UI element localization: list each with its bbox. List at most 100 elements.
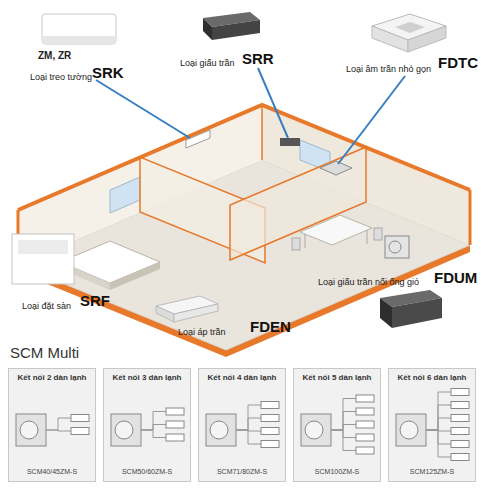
unit-caption: Loại giấu trần nối ống gió xyxy=(318,277,419,288)
model-number: SCM125ZM-S xyxy=(389,467,475,476)
pipe-line xyxy=(331,399,356,431)
fdum-image xyxy=(392,298,442,328)
pipe-line xyxy=(426,430,451,457)
fden-image xyxy=(156,306,174,322)
indoor-unit-icon xyxy=(451,402,469,409)
pipe-line xyxy=(141,412,166,431)
connection-heading: Kết nối 6 dàn lạnh xyxy=(389,373,475,383)
pipe-line xyxy=(426,430,451,431)
pipe-line xyxy=(141,425,166,431)
fdtc-image xyxy=(395,22,425,33)
leader-line xyxy=(338,76,405,164)
pipe-line xyxy=(331,412,356,431)
model-number: SCM71/80ZM-S xyxy=(199,467,285,476)
unit-caption: Loại treo tường xyxy=(30,72,92,83)
indoor-unit-icon xyxy=(166,408,184,415)
outdoor-unit-icon xyxy=(206,414,236,446)
indoor-unit-icon xyxy=(356,434,374,441)
fan-icon xyxy=(305,421,323,439)
srf-image xyxy=(18,240,68,254)
indoor-unit-icon xyxy=(166,434,184,441)
chair xyxy=(374,228,382,240)
fan-icon xyxy=(20,421,38,439)
series-code: ZM, ZR xyxy=(38,50,71,61)
indoor-unit-icon xyxy=(356,395,374,402)
outdoor-unit-icon xyxy=(111,414,141,446)
leader-line xyxy=(96,80,190,138)
srk-image xyxy=(42,14,116,44)
pipe-line xyxy=(426,418,451,430)
pipe-line xyxy=(426,430,451,444)
pipe-line xyxy=(236,405,261,430)
model-code: FDEN xyxy=(250,318,291,335)
model-number: SCM40/45ZM-S xyxy=(9,467,95,476)
unit-caption: Loại áp trần xyxy=(178,327,226,338)
cassette-unit xyxy=(320,161,352,175)
outdoor-unit-icon xyxy=(16,414,46,446)
indoor-unit-icon xyxy=(261,402,279,409)
indoor-unit-icon xyxy=(166,421,184,428)
outdoor-unit-icon xyxy=(301,414,331,446)
pipe-line xyxy=(46,430,71,431)
srr-image xyxy=(212,20,260,40)
wall-edge xyxy=(261,105,263,160)
model-number: SCM50/60ZM-S xyxy=(104,467,190,476)
pipe-line xyxy=(331,430,356,451)
indoor-unit-icon xyxy=(451,389,469,396)
indoor-unit-icon xyxy=(261,428,279,435)
indoor-unit-icon xyxy=(71,415,89,422)
model-code: FDUM xyxy=(434,269,477,286)
fan xyxy=(389,241,401,253)
fan-icon xyxy=(210,421,228,439)
unit-caption: Loại âm trần nhỏ gọn xyxy=(346,64,431,75)
pipe-line xyxy=(141,430,166,438)
bed xyxy=(110,262,160,290)
leader-line xyxy=(258,68,288,138)
connection-heading: Kết nối 3 dàn lạnh xyxy=(104,373,190,383)
model-box: Kết nối 3 dàn lạnhSCM50/60ZM-S xyxy=(103,368,191,482)
indoor-unit-icon xyxy=(261,415,279,422)
chair xyxy=(292,238,300,250)
indoor-unit-icon xyxy=(451,428,469,435)
table xyxy=(300,215,372,245)
section-title: SCM Multi xyxy=(10,344,79,361)
wall-edge xyxy=(469,190,472,245)
outdoor-unit-icon xyxy=(396,414,426,446)
unit-caption: Loại đặt sàn xyxy=(22,301,71,312)
pipe-line xyxy=(46,418,71,430)
fan-icon xyxy=(400,421,418,439)
wall-unit xyxy=(186,130,210,148)
indoor-unit-icon xyxy=(356,421,374,428)
model-box: Kết nối 4 dàn lạnhSCM71/80ZM-S xyxy=(198,368,286,482)
indoor-unit-icon xyxy=(451,454,469,461)
pipe-line xyxy=(236,418,261,430)
window xyxy=(110,177,140,213)
connection-heading: Kết nối 4 dàn lạnh xyxy=(199,373,285,383)
table-leg xyxy=(305,234,306,248)
model-number: SCM100ZM-S xyxy=(294,467,380,476)
model-code: SRR xyxy=(242,50,274,67)
srk-image xyxy=(42,36,116,44)
pipe-line xyxy=(236,430,261,444)
pipe-line xyxy=(236,430,261,431)
outdoor-unit xyxy=(385,236,409,258)
model-code: SRK xyxy=(92,64,124,81)
indoor-unit-icon xyxy=(451,441,469,448)
pipe-line xyxy=(331,425,356,431)
indoor-unit-icon xyxy=(451,415,469,422)
fdum-image xyxy=(380,298,392,328)
indoor-unit-icon xyxy=(71,428,89,435)
model-box: Kết nối 2 dàn lạnhSCM40/45ZM-S xyxy=(8,368,96,482)
model-code: SRF xyxy=(80,292,110,309)
pipe-line xyxy=(426,392,451,430)
pipe-line xyxy=(426,405,451,430)
indoor-unit-icon xyxy=(356,447,374,454)
srr-image xyxy=(203,18,212,40)
pipe-line xyxy=(331,430,356,438)
connection-heading: Kết nối 2 dàn lạnh xyxy=(9,373,95,383)
ducted-unit xyxy=(280,138,300,146)
indoor-unit-icon xyxy=(261,441,279,448)
model-box: Kết nối 5 dàn lạnhSCM100ZM-S xyxy=(293,368,381,482)
fan-icon xyxy=(115,421,133,439)
fden-image xyxy=(174,304,218,322)
